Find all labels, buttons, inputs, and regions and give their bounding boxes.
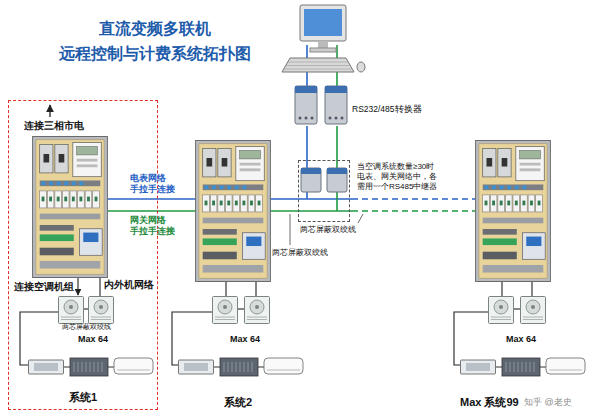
mains-arrow (49, 105, 50, 117)
system-name: 系统2 (224, 396, 252, 409)
system-name: Max 系统99 (460, 396, 519, 409)
gateway-network-wire (336, 45, 338, 88)
repeater (327, 168, 347, 192)
indoor-units (29, 358, 154, 376)
converter (325, 86, 347, 124)
meter-bus (108, 198, 352, 200)
network-label: 电表网络 手拉手连接 (130, 173, 180, 195)
label-holder: 知乎 @老史 (524, 397, 572, 408)
capacity-label: Max 64 (506, 334, 536, 345)
converter-top (295, 86, 317, 93)
label-holder: 系统2 (224, 396, 252, 409)
network-label: 网关网络 手拉手连接 (130, 215, 180, 237)
note-text: 当空调系统数量≥30时 电表、网关网络中，各 需用一个RS485中继器 (357, 162, 445, 192)
label-holder: 两芯屏蔽双绞线 (300, 225, 356, 235)
repeater-top (301, 168, 321, 174)
rs232-485-converters (295, 86, 347, 124)
indoor-units (461, 358, 586, 376)
label-holder: 连接空调机组 (14, 281, 74, 292)
repeater-top (327, 168, 347, 174)
mouse (357, 62, 365, 72)
connector-line (306, 126, 308, 160)
network-connector (307, 126, 337, 160)
terminals (299, 117, 344, 120)
rs485-repeaters (301, 168, 347, 192)
capacity-label: Max 64 (230, 334, 260, 345)
cable-label: 两芯屏蔽双绞线 (272, 248, 328, 258)
label-holder: Max 64 (230, 334, 260, 345)
converter-box: RS232/485转换器 (292, 84, 346, 126)
outdoor-unit (59, 297, 84, 324)
label-holder: 两芯屏蔽双绞线 (272, 248, 328, 258)
label-holder: Max 64 (78, 334, 108, 345)
leader-lines (290, 214, 363, 245)
monitor (300, 5, 346, 41)
gateway-bus-dashed (352, 210, 475, 212)
watermark: 知乎 @老史 (524, 397, 572, 408)
converter-top (325, 86, 347, 93)
computer-lines (307, 45, 337, 88)
callout-text: 连接空调机组 (14, 281, 74, 292)
outdoor-unit (245, 297, 270, 324)
unit-wiring (20, 278, 532, 365)
connector-line (336, 126, 338, 160)
keyboard-keys (284, 62, 353, 69)
outdoor-unit (489, 297, 514, 324)
meter-drop (306, 160, 308, 199)
bus-lines (108, 160, 475, 211)
meter-network-wire (306, 45, 308, 88)
keyboard (282, 58, 354, 72)
repeater-box: 当空调系统数量≥30时 电表、网关网络中，各 需用一个RS485中继器 (298, 160, 350, 222)
capacity-label: Max 64 (78, 334, 108, 345)
monitor-base (310, 48, 336, 52)
label-holder: Max 64 (506, 334, 536, 345)
callout-text: 内外机网络 (104, 279, 154, 290)
outdoor-unit (89, 297, 114, 324)
title-holder: 直流变频多联机 远程控制与计费系统拓扑图 (55, 16, 255, 66)
cable-label: 两芯屏蔽双绞线 (300, 225, 356, 235)
label-holder: 内外机网络 (104, 279, 154, 290)
outdoor-unit (213, 297, 238, 324)
label-holder: Max 系统99 (460, 396, 519, 409)
cabinet (476, 140, 551, 281)
repeater (301, 168, 321, 192)
system-region: 系统1 (8, 100, 158, 410)
converter (295, 86, 317, 124)
meter-bus-dashed (352, 198, 475, 200)
gateway-drop (336, 160, 338, 211)
cabinet (33, 136, 108, 277)
computer (282, 5, 365, 72)
label-holder: 两芯屏蔽双绞线 (62, 323, 111, 331)
device-label: RS232/485转换器 (352, 104, 422, 116)
screen (304, 9, 342, 36)
gateway-bus (108, 210, 352, 212)
label-holder: 电表网络 手拉手连接 (130, 173, 180, 195)
cable-label: 两芯屏蔽双绞线 (62, 323, 111, 331)
monitor-stand (318, 41, 328, 49)
system-name: 系统1 (9, 390, 157, 405)
cabinet (196, 140, 271, 281)
callout-text: 连接三相市电 (24, 120, 84, 131)
indoor-units (179, 358, 304, 376)
label-holder: 网关网络 手拉手连接 (130, 215, 180, 237)
label-holder: 连接三相市电 (24, 120, 84, 131)
outdoor-unit (521, 297, 546, 324)
diagram-title: 直流变频多联机 远程控制与计费系统拓扑图 (55, 16, 255, 66)
